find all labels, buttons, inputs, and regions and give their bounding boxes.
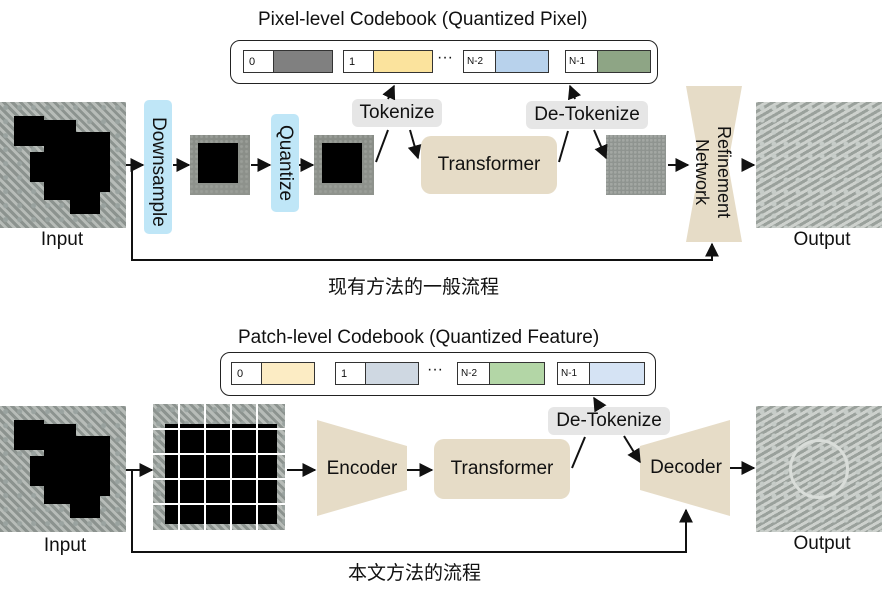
codebook-index: 1 bbox=[336, 363, 366, 384]
top-output-label: Output bbox=[793, 229, 851, 250]
bottom-input-label: Input bbox=[43, 535, 87, 556]
top-codebook-entry-n-1: N-1 bbox=[565, 50, 651, 73]
bottom-patch-grid-image bbox=[153, 404, 285, 530]
top-caption: 现有方法的一般流程 bbox=[328, 276, 500, 298]
bottom-codebook-entry-1: 1 bbox=[335, 362, 419, 385]
refinement-label-line2: Network bbox=[692, 138, 712, 205]
bottom-caption: 本文方法的流程 bbox=[348, 562, 482, 584]
codebook-swatch bbox=[598, 51, 650, 72]
codebook-swatch bbox=[496, 51, 548, 72]
top-output-image bbox=[756, 102, 882, 228]
refinement-label-line1: Refinement bbox=[714, 125, 734, 219]
codebook-index: N-1 bbox=[558, 363, 590, 384]
codebook-index: N-2 bbox=[464, 51, 496, 72]
refinement-network-label: Refinement Network bbox=[691, 97, 735, 247]
top-codebook-box: 0 1 ··· N-2 N-1 bbox=[230, 40, 658, 84]
top-codebook-entry-0: 0 bbox=[243, 50, 333, 73]
codebook-swatch bbox=[366, 363, 418, 384]
codebook-index: 0 bbox=[244, 51, 274, 72]
top-downsampled-image bbox=[190, 135, 250, 195]
top-codebook-ellipsis: ··· bbox=[437, 49, 453, 66]
top-input-image bbox=[0, 102, 126, 228]
codebook-swatch bbox=[274, 51, 332, 72]
top-detokenized-image bbox=[606, 135, 666, 195]
codebook-index: N-2 bbox=[458, 363, 490, 384]
bottom-codebook-title: Patch-level Codebook (Quantized Feature) bbox=[238, 327, 600, 348]
bottom-codebook-box: 0 1 ··· N-2 N-1 bbox=[220, 352, 656, 396]
bottom-output-label: Output bbox=[793, 533, 851, 554]
top-quantized-image bbox=[314, 135, 374, 195]
quantize-label: Quantize bbox=[275, 124, 296, 202]
codebook-index: 1 bbox=[344, 51, 374, 72]
top-detokenize-chip: De-Tokenize bbox=[526, 101, 648, 129]
top-codebook-entry-1: 1 bbox=[343, 50, 433, 73]
decoder-label: Decoder bbox=[650, 457, 722, 478]
codebook-swatch bbox=[374, 51, 432, 72]
codebook-index: N-1 bbox=[566, 51, 598, 72]
codebook-swatch bbox=[262, 363, 314, 384]
bottom-codebook-entry-0: 0 bbox=[231, 362, 315, 385]
bottom-detokenize-chip: De-Tokenize bbox=[548, 407, 670, 435]
patch-grid-lines bbox=[153, 404, 285, 530]
bottom-codebook-entry-n-1: N-1 bbox=[557, 362, 645, 385]
codebook-index: 0 bbox=[232, 363, 262, 384]
codebook-swatch bbox=[490, 363, 544, 384]
encoder-label: Encoder bbox=[326, 458, 398, 479]
codebook-swatch bbox=[590, 363, 644, 384]
bottom-codebook-ellipsis: ··· bbox=[427, 361, 443, 378]
top-codebook-entry-n-2: N-2 bbox=[463, 50, 549, 73]
tokenize-chip: Tokenize bbox=[352, 99, 442, 127]
bottom-output-image bbox=[756, 406, 882, 532]
top-input-label: Input bbox=[40, 229, 84, 250]
bottom-transformer-block: Transformer bbox=[434, 439, 570, 499]
bottom-codebook-entry-n-2: N-2 bbox=[457, 362, 545, 385]
downsample-label: Downsample bbox=[148, 117, 169, 227]
top-transformer-block: Transformer bbox=[421, 136, 557, 194]
bottom-input-image bbox=[0, 406, 126, 532]
top-codebook-title: Pixel-level Codebook (Quantized Pixel) bbox=[258, 9, 588, 30]
